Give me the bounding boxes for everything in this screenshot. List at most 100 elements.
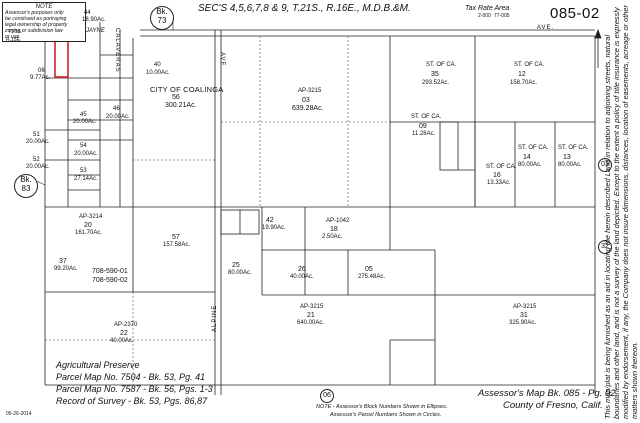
- parcel-number: 03: [302, 97, 310, 104]
- parcel-owner: ST. OF CA.: [411, 114, 442, 120]
- parcel-acres: 2.50Ac.: [322, 234, 343, 240]
- north-arrow-icon: [594, 28, 602, 68]
- legend-parcel-map-7587: Parcel Map No. 7587 - Bk. 56, Pgs. 1-3: [56, 384, 213, 394]
- parcel-number: 46: [113, 106, 120, 112]
- parcel-acres: 157.58Ac.: [163, 242, 191, 248]
- tax-rate-code: 77-005: [494, 13, 510, 19]
- parcel-acres: 40.00Ac.: [110, 338, 134, 344]
- parcel-acres: 158.70Ac.: [510, 80, 538, 86]
- footer-note: Assessor's Parcel Numbers Shown in Circl…: [330, 412, 442, 418]
- parcel-number: 57: [172, 234, 180, 241]
- top-street-label: AVE.: [537, 25, 555, 31]
- note-line: legal ownership of property: [5, 22, 68, 28]
- book-circle-83: Bk. 83: [14, 174, 38, 198]
- parcel-acres: 27.14Ac.: [74, 176, 98, 182]
- note-box: NOTE Assessor's purposes only be constru…: [2, 2, 86, 42]
- parcel-ap: AP-3215: [513, 304, 537, 310]
- county-name: County of Fresno, Calif.: [503, 400, 603, 411]
- parcel-owner: ST. OF CA.: [558, 145, 589, 151]
- parcel-acres: 10.00Ac.: [146, 70, 170, 76]
- parcel-acres: 640.00Ac.: [297, 320, 325, 326]
- parcel-number: 45: [80, 112, 87, 118]
- parcel-number: 18: [330, 226, 338, 233]
- parcel-number: 44: [84, 10, 91, 16]
- parcel-acres: 325.90Ac.: [509, 320, 537, 326]
- legend-agricultural-preserve: Agricultural Preserve: [56, 360, 140, 370]
- disclaimer: This map/plat is being furnished as an a…: [603, 5, 639, 419]
- parcel-number: 26: [298, 266, 306, 273]
- tax-rate-code: 2-000: [478, 13, 491, 19]
- other-apn: 708-590-01: [92, 268, 128, 275]
- parcel-owner: ST. OF CA.: [514, 62, 545, 68]
- parcel-number: 12: [518, 71, 526, 78]
- parcel-number: 35: [431, 71, 439, 78]
- street-jayne: JAYNE: [86, 28, 105, 34]
- parcel-acres: 275.48Ac.: [358, 274, 386, 280]
- left-coordinate: T.21S.: [8, 29, 23, 35]
- note-line: be construed as portraying: [5, 16, 67, 22]
- parcel-acres: 293.52Ac.: [422, 80, 450, 86]
- parcel-acres: 18.90Ac.: [82, 17, 106, 23]
- parcel-acres: 19.90Ac.: [262, 225, 286, 231]
- owner-label: CITY OF COALINGA: [150, 85, 224, 94]
- parcel-ap: AP-3215: [300, 304, 324, 310]
- parcel-number: 53: [80, 168, 87, 174]
- street-calaveras: CALAVERAS: [114, 28, 120, 73]
- parcel-number: 05: [365, 266, 373, 273]
- parcel-acres: 20.00Ac.: [26, 139, 50, 145]
- section-circle: 32: [598, 240, 612, 254]
- parcel-owner: ST. OF CA.: [518, 145, 549, 151]
- legend-record-of-survey: Record of Survey - Bk. 53, Pgs. 86,87: [56, 396, 208, 406]
- parcel-ap: AP-3215: [298, 88, 322, 94]
- parcel-number: 51: [33, 132, 40, 138]
- parcel-number: 13: [563, 154, 571, 161]
- left-coord-small: R.15E.: [6, 37, 22, 43]
- parcel-acres: 80.00Ac.: [558, 162, 582, 168]
- parcel-number: 42: [266, 217, 274, 224]
- footer-note: NOTE - Assessor's Block Numbers Shown in…: [316, 404, 448, 410]
- book-number: 73: [157, 16, 167, 25]
- parcel-owner: ST. OF CA.: [426, 62, 457, 68]
- parcel-ap: AP-2370: [114, 322, 138, 328]
- book-circle-73: Bk. 73: [150, 6, 174, 30]
- book-label: Bk.: [156, 7, 168, 16]
- parcel-acres: 20.00Ac.: [26, 164, 50, 170]
- parcel-ap: AP-3214: [79, 214, 103, 220]
- parcel-number: 56: [172, 94, 180, 101]
- parcel-owner: ST. OF CA.: [486, 164, 517, 170]
- parcel-number: 37: [59, 258, 67, 265]
- parcel-number: 16: [493, 172, 501, 179]
- parcel-number: 31: [520, 312, 528, 319]
- parcel-number: 14: [523, 154, 531, 161]
- note-line: zoning or subdivision law: [5, 28, 63, 34]
- legend-parcel-map-7504: Parcel Map No. 7504 - Bk. 53, Pg. 41: [56, 372, 206, 382]
- parcel-ap: AP-1042: [326, 218, 350, 224]
- parcel-acres: 80.00Ac.: [228, 270, 252, 276]
- parcel-number: 54: [80, 143, 87, 149]
- parcel-acres: 11.28Ac.: [412, 131, 436, 137]
- parcel-number: 25: [232, 262, 240, 269]
- parcel-acres: 40.00Ac.: [290, 274, 314, 280]
- parcel-number: 22: [120, 330, 128, 337]
- parcel-acres: 80.00Ac.: [518, 162, 542, 168]
- parcel-acres: 20.00Ac.: [106, 114, 130, 120]
- other-apn: 708-590-02: [92, 277, 128, 284]
- book-number: 83: [21, 184, 31, 193]
- parcel-number: 09: [419, 123, 427, 130]
- parcel-acres: 161.70Ac.: [75, 230, 103, 236]
- section-circle: 03: [598, 158, 612, 172]
- parcel-number: 06: [38, 68, 45, 74]
- tax-rate-area-label: Tax Rate Area: [465, 5, 510, 12]
- street-alpine: ALPINE: [212, 304, 218, 332]
- parcel-number: 52: [33, 157, 40, 163]
- book-label: Bk.: [20, 175, 32, 184]
- street-ave-vertical: AVE: [219, 52, 225, 67]
- parcel-acres: 9.77Ac.: [30, 75, 51, 81]
- note-line: Assessor's purposes only: [5, 10, 64, 16]
- parcel-number: 40: [154, 62, 161, 68]
- note-title: NOTE: [35, 4, 53, 10]
- parcel-acres: 13.33Ac.: [487, 180, 511, 186]
- parcel-number: 20: [84, 222, 92, 229]
- parcel-acres: 300.21Ac.: [165, 102, 197, 109]
